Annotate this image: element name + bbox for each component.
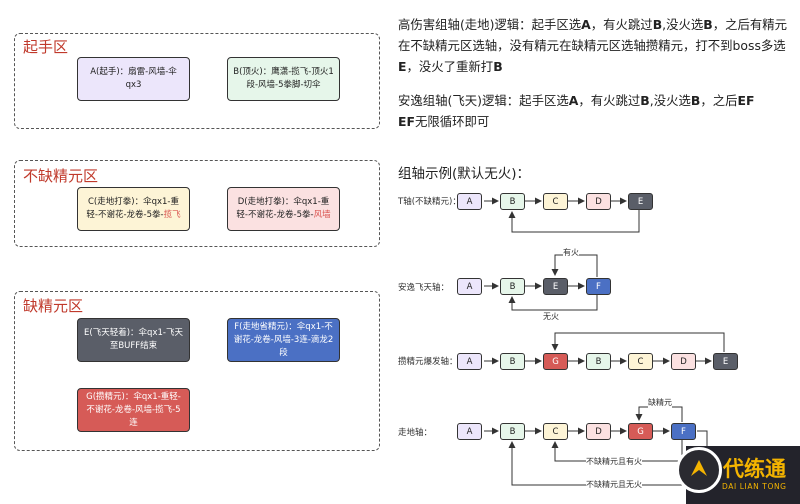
t-node-d: D bbox=[586, 193, 611, 210]
burst-node-e: E bbox=[713, 353, 738, 370]
walk-label-low: 不缺精元且无火 bbox=[586, 479, 642, 490]
fly-label-down: 无火 bbox=[543, 311, 559, 322]
walk-node-a: A bbox=[457, 423, 482, 440]
card-e: E(飞天轻着)：伞qx1-飞天至BUFF结束 bbox=[77, 318, 190, 362]
card-e-text: E(飞天轻着)：伞qx1-飞天至BUFF结束 bbox=[84, 328, 183, 351]
card-f: F(走地省精元)：伞qx1-不谢花-龙卷-风墙-3连-滴龙2段 bbox=[227, 318, 340, 362]
card-a-text: A(起手)：扇雷-风墙-伞qx3 bbox=[90, 67, 177, 90]
nolack-zone-title: 不缺精元区 bbox=[23, 167, 99, 185]
lack-zone bbox=[14, 291, 380, 451]
row-label-t: T轴(不缺精元)： bbox=[398, 197, 461, 207]
walk-node-g: G bbox=[628, 423, 653, 440]
card-f-text: F(走地省精元)：伞qx1-不谢花-龙卷-风墙-3连-滴龙2段 bbox=[233, 321, 334, 358]
fly-node-e: E bbox=[543, 278, 568, 295]
card-g: G(攒精元)：伞qx1-重轻-不谢花-龙卷-风墙-揽飞-5连 bbox=[77, 388, 190, 432]
card-c: C(走地打拳)：伞qx1-重轻-不谢花-龙卷-5拳-揽飞 bbox=[77, 187, 190, 231]
card-g-text: G(攒精元)：伞qx1-重轻-不谢花-龙卷-风墙-揽飞-5连 bbox=[86, 391, 181, 428]
logo-subtext: DAI LIAN TONG bbox=[722, 482, 787, 491]
start-zone-title: 起手区 bbox=[23, 38, 69, 56]
card-d-text: D(走地打拳)：伞qx1-重轻-不谢花-龙卷-5拳-风墙 bbox=[236, 197, 331, 220]
t-node-a: A bbox=[457, 193, 482, 210]
logo-emblem-icon bbox=[676, 447, 722, 493]
logic-high-damage: 高伤害组轴(走地)逻辑：起手区选A，有火跳过B,没火选B，之后有精元在不缺精元区… bbox=[398, 17, 788, 74]
walk-node-b: B bbox=[500, 423, 525, 440]
nolack-zone bbox=[14, 160, 380, 247]
t-node-e: E bbox=[628, 193, 653, 210]
fly-node-a: A bbox=[457, 278, 482, 295]
burst-node-d: D bbox=[671, 353, 696, 370]
fly-label-up: 有火 bbox=[563, 247, 579, 258]
card-b: B(顶火)：鹰潇-揽飞-顶火1段-风墙-5拳脚-切伞 bbox=[227, 57, 340, 101]
burst-node-g: G bbox=[543, 353, 568, 370]
lack-zone-title: 缺精元区 bbox=[23, 297, 84, 315]
burst-node-b: B bbox=[500, 353, 525, 370]
burst-node-a: A bbox=[457, 353, 482, 370]
card-c-text: C(走地打拳)：伞qx1-重轻-不谢花-龙卷-5拳-揽飞 bbox=[86, 197, 181, 220]
card-a: A(起手)：扇雷-风墙-伞qx3 bbox=[77, 57, 190, 101]
examples-title: 组轴示例(默认无火)： bbox=[398, 166, 531, 182]
logo-text: 代练通 bbox=[723, 457, 786, 481]
burst-node-c: C bbox=[628, 353, 653, 370]
card-b-text: B(顶火)：鹰潇-揽飞-顶火1段-风墙-5拳脚-切伞 bbox=[233, 67, 334, 90]
t-node-b: B bbox=[500, 193, 525, 210]
fly-node-f: F bbox=[586, 278, 611, 295]
walk-node-f: F bbox=[671, 423, 696, 440]
walk-label-mid: 不缺精元且有火 bbox=[586, 456, 642, 467]
fly-node-b: B bbox=[500, 278, 525, 295]
walk-node-c: C bbox=[543, 423, 568, 440]
burst-node-b2: B bbox=[586, 353, 611, 370]
row-label-fly: 安逸飞天轴： bbox=[398, 283, 450, 293]
walk-label-up: 缺精元 bbox=[648, 397, 672, 408]
walk-node-d: D bbox=[586, 423, 611, 440]
card-d: D(走地打拳)：伞qx1-重轻-不谢花-龙卷-5拳-风墙 bbox=[227, 187, 340, 231]
start-zone bbox=[14, 33, 380, 129]
row-label-walk: 走地轴： bbox=[398, 428, 433, 438]
t-node-c: C bbox=[543, 193, 568, 210]
row-label-burst: 攒精元爆发轴： bbox=[398, 357, 458, 367]
